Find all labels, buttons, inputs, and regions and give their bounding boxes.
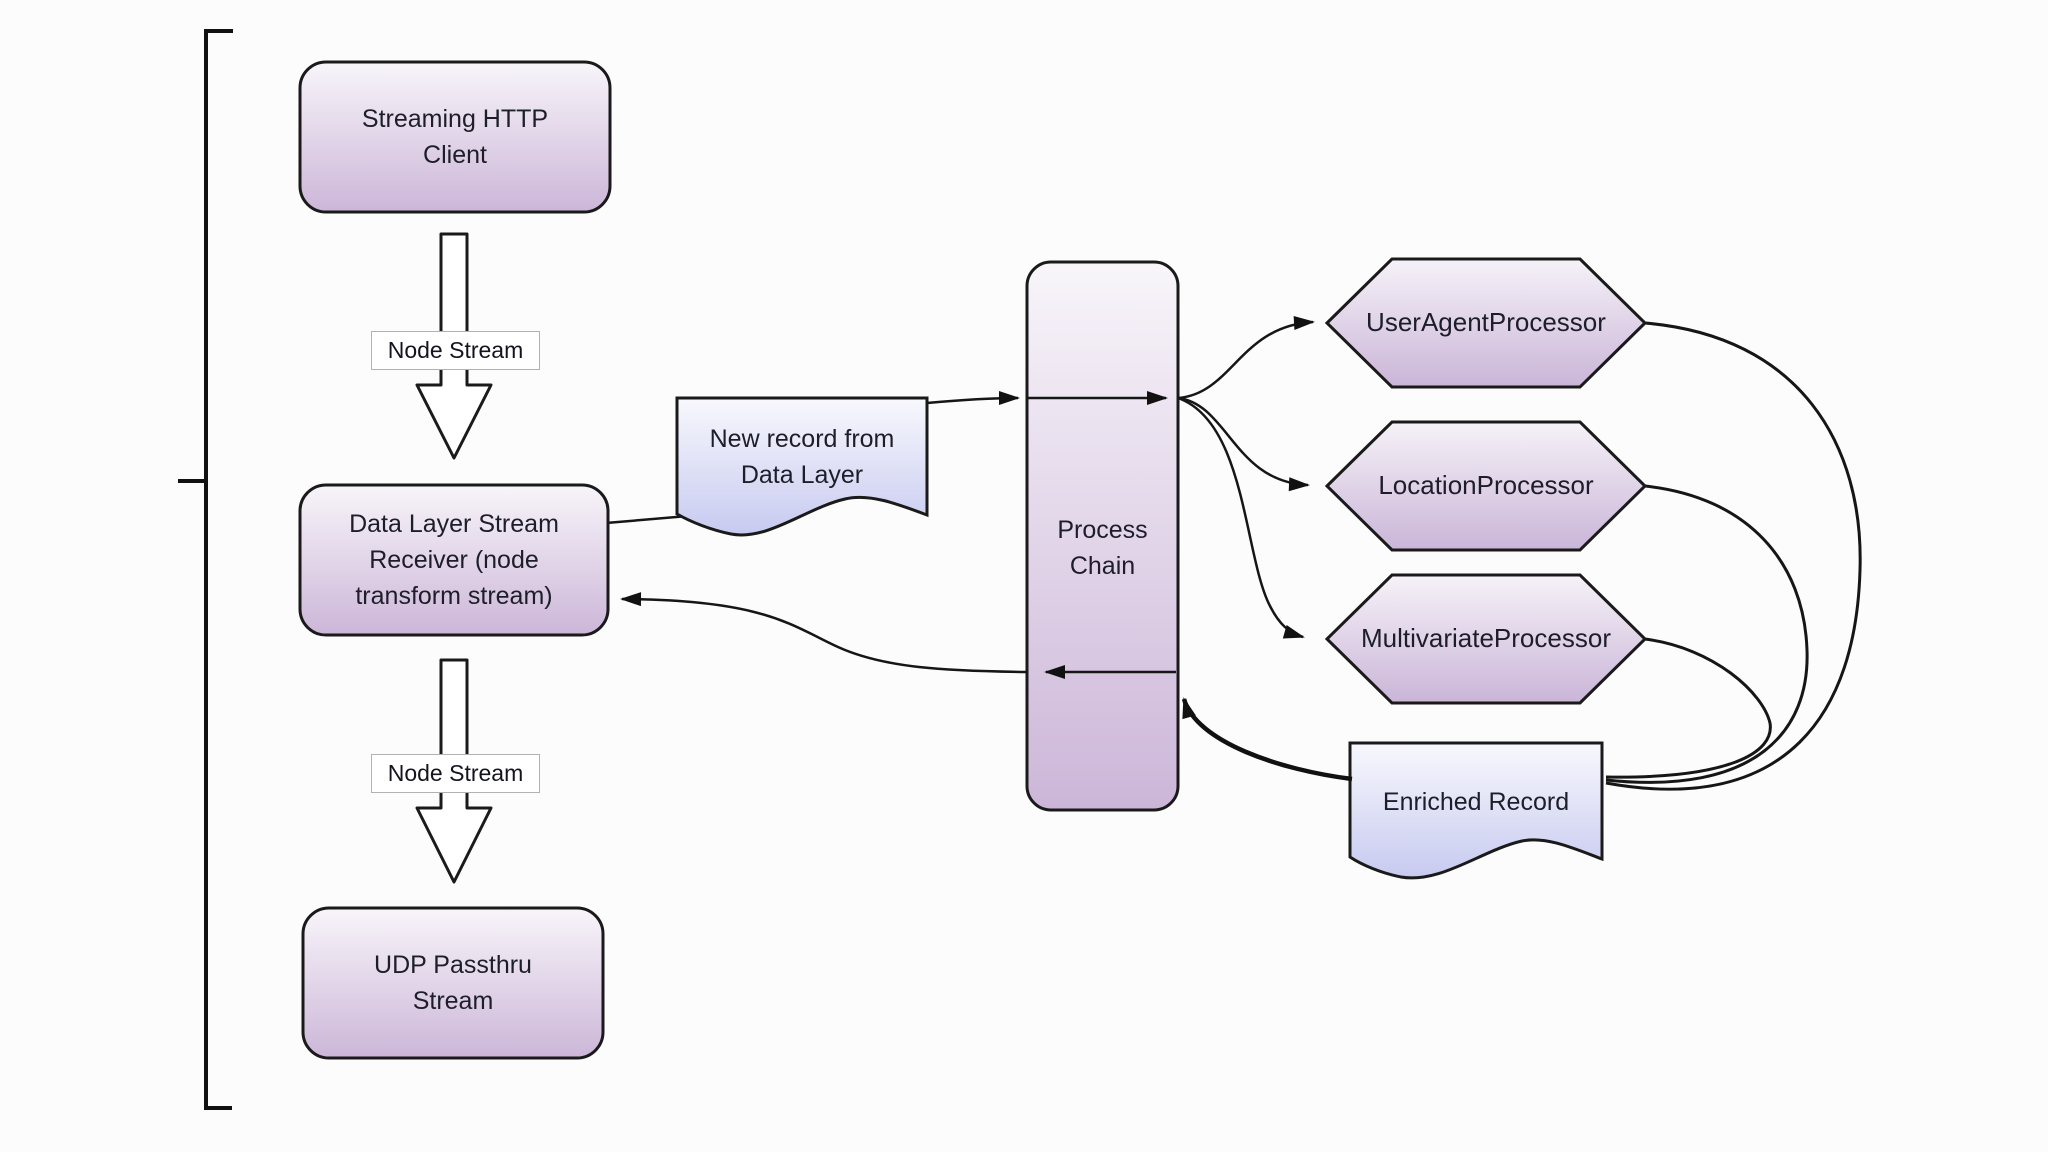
- edge-enriched-to-chain: [1181, 697, 1353, 782]
- node-location-processor: [1324, 420, 1648, 552]
- edge-location-return: [1605, 484, 1809, 784]
- node-enriched-record-document: [1348, 741, 1604, 880]
- node-data-layer-stream-receiver: [298, 483, 610, 637]
- node-udp-passthru-stream: [301, 906, 605, 1060]
- node-streaming-http-client: [298, 60, 612, 214]
- edge-record-to-chain: [926, 391, 1020, 406]
- node-stream-label-1: Node Stream: [371, 331, 540, 370]
- edge-multivariate-return: [1605, 637, 1772, 779]
- edge-chain-to-receiver: [620, 592, 1028, 674]
- edge-chain-to-multivariate: [1177, 396, 1305, 639]
- edge-chain-to-useragent: [1177, 316, 1315, 400]
- edge-chain-to-location: [1177, 396, 1310, 492]
- edge-useragent-return: [1605, 321, 1862, 791]
- node-process-chain: [1025, 260, 1180, 812]
- node-stream-label-2: Node Stream: [371, 754, 540, 793]
- group-bracket: [178, 29, 233, 1110]
- node-multivariate-processor: [1324, 573, 1648, 705]
- node-new-record-document: [675, 396, 929, 537]
- node-user-agent-processor: [1324, 257, 1648, 389]
